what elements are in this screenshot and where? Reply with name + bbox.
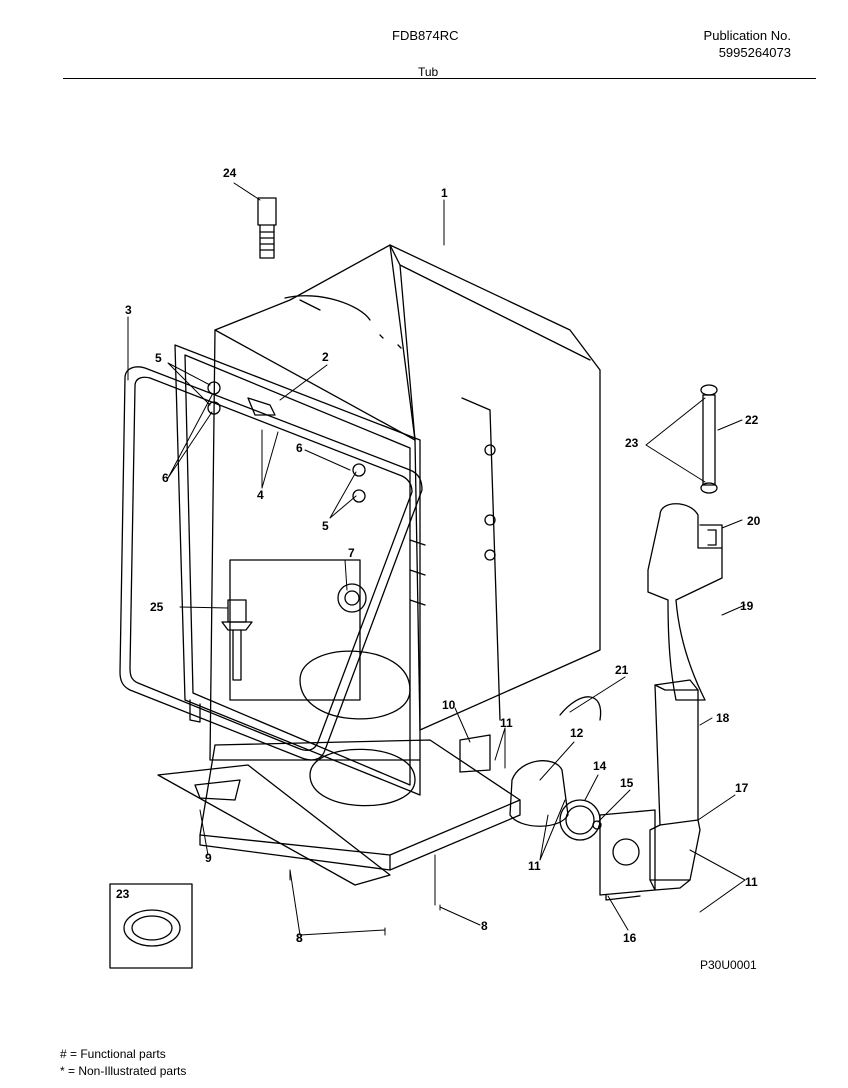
callout-6: 6 <box>162 471 169 485</box>
header-rule <box>63 78 816 79</box>
water-inlet <box>221 599 253 681</box>
callout-22: 22 <box>745 413 759 427</box>
callout-17: 17 <box>735 781 749 795</box>
leader-lines <box>127 182 746 936</box>
publication-label: Publication No. <box>703 28 791 43</box>
motor <box>459 734 491 773</box>
callout-5: 5 <box>155 351 162 365</box>
air-break <box>647 503 723 701</box>
callout-21: 21 <box>615 663 629 677</box>
legend-non-illustrated: * = Non-Illustrated parts <box>60 1064 187 1078</box>
callout-4: 4 <box>257 488 264 502</box>
float <box>337 583 367 613</box>
base-plate <box>199 739 521 871</box>
callout-6: 6 <box>296 441 303 455</box>
callout-11: 11 <box>745 875 758 889</box>
tub-frame <box>174 344 421 796</box>
kick-plate <box>157 764 391 886</box>
callout-11: 11 <box>528 859 541 873</box>
hose-21 <box>559 696 602 721</box>
model-number: FDB874RC <box>392 28 459 43</box>
figure-code: P30U0001 <box>700 958 757 972</box>
callout-5: 5 <box>322 519 329 533</box>
callout-23: 23 <box>625 436 639 450</box>
callout-2: 2 <box>322 350 329 364</box>
callout-labels: 1234556678889101111111214151617181920212… <box>116 166 761 945</box>
callout-24: 24 <box>223 166 237 180</box>
callout-23: 23 <box>116 887 130 901</box>
callout-20: 20 <box>747 514 761 528</box>
callout-16: 16 <box>623 931 637 945</box>
callout-9: 9 <box>205 851 212 865</box>
callout-14: 14 <box>593 759 607 773</box>
callout-18: 18 <box>716 711 730 725</box>
clamp-inset <box>109 883 193 969</box>
tub-body <box>209 244 601 807</box>
callout-19: 19 <box>740 599 754 613</box>
callout-12: 12 <box>570 726 584 740</box>
publication-number: 5995264073 <box>718 45 791 60</box>
callout-8: 8 <box>296 931 303 945</box>
side-rail <box>409 397 501 721</box>
section-title: Tub <box>418 65 439 79</box>
callout-10: 10 <box>442 698 456 712</box>
callout-15: 15 <box>620 776 634 790</box>
rollers <box>207 381 366 503</box>
callout-11: 11 <box>500 716 513 730</box>
float-center <box>344 590 360 606</box>
bolt <box>257 197 277 259</box>
callout-8: 8 <box>296 931 303 945</box>
drain-duct <box>649 679 701 891</box>
callout-3: 3 <box>125 303 132 317</box>
callout-7: 7 <box>348 546 355 560</box>
callout-1: 1 <box>441 186 448 200</box>
callout-8: 8 <box>481 919 488 933</box>
door-gasket <box>119 366 423 761</box>
legend-functional: # = Functional parts <box>60 1047 166 1061</box>
hose <box>700 384 718 494</box>
callout-25: 25 <box>150 600 164 614</box>
